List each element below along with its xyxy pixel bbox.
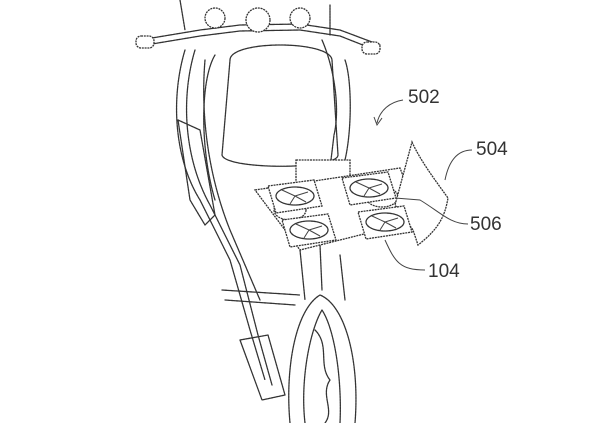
handlebars [135, 0, 381, 55]
label-502: 502 [408, 87, 440, 108]
fan-unit [357, 205, 413, 240]
rear-wheel [288, 294, 357, 423]
label-104: 104 [428, 261, 460, 282]
fan-unit [267, 179, 323, 214]
fan-unit [281, 213, 337, 248]
mast [321, 39, 338, 161]
seat [203, 44, 351, 201]
label-506: 506 [470, 214, 502, 235]
frame [175, 49, 346, 401]
leader-lines [373, 99, 473, 271]
label-504: 504 [476, 139, 508, 160]
fans [267, 171, 413, 248]
